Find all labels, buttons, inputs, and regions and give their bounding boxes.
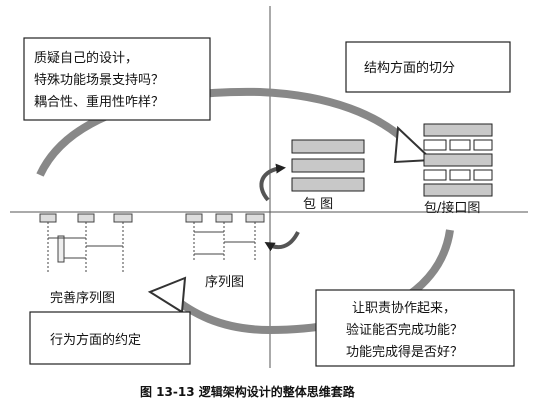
br-line-1: 让职责协作起来， [352, 301, 456, 316]
tl-line-3: 耦合性、重用性咋样？ [34, 94, 164, 110]
cycle-arrowhead-bottom [147, 276, 187, 314]
package-label: 包 图 [303, 197, 333, 212]
cycle-arc-top [36, 87, 413, 177]
br-line-2: 验证能否完成功能？ [346, 322, 463, 338]
sequence-label: 序列图 [205, 275, 244, 290]
inner-arrow-top [259, 163, 286, 202]
quadrant-box-bottom-right [315, 289, 515, 367]
bl-text: 行为方面的约定 [50, 332, 141, 348]
quadrant-box-top-left [23, 37, 211, 121]
inner-arrow-bottom [264, 231, 300, 252]
figure-caption: 图 13-13 逻辑架构设计的整体思维套路 [140, 384, 356, 399]
package-diagram [291, 139, 365, 192]
quadrant-box-top-right [345, 41, 511, 93]
br-line-3: 功能完成得是否好？ [346, 344, 463, 360]
package-interface-label: 包/接口图 [424, 200, 480, 216]
tl-line-1: 质疑自己的设计， [34, 50, 138, 66]
tl-line-2: 特殊功能场景支持吗？ [34, 73, 164, 88]
cycle-arc-bottom [167, 229, 454, 335]
quadrant-box-bottom-left [29, 311, 191, 365]
sequence-diagram [185, 213, 265, 262]
complete-sequence-label: 完善序列图 [50, 290, 115, 306]
package-interface-diagram [423, 123, 493, 197]
cycle-arrowhead-top [393, 125, 435, 164]
tr-text: 结构方面的切分 [364, 60, 455, 76]
complete-sequence-diagram [39, 213, 133, 272]
